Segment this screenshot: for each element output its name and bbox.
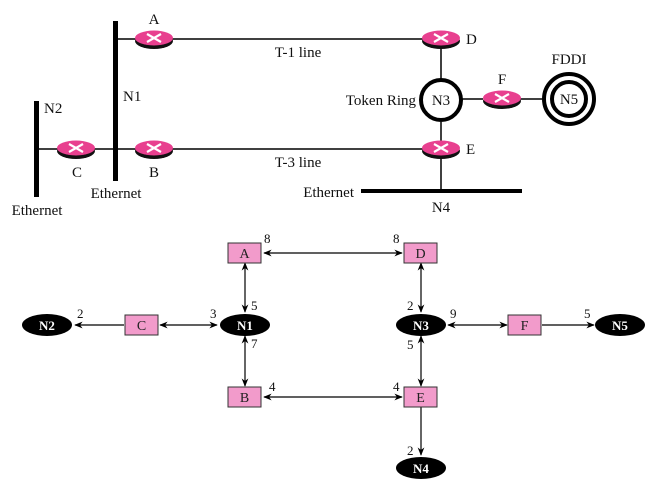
cost-a-n1: 5 (251, 298, 258, 313)
router-b (133, 139, 175, 161)
n2-label: N2 (44, 101, 62, 117)
n4-ethernet-bus (361, 189, 522, 193)
router-icon (133, 29, 175, 51)
n3-label: N3 (432, 93, 450, 109)
router-icon (420, 29, 462, 51)
t3-line-label: T-3 line (275, 155, 322, 171)
n1-label: N1 (123, 89, 141, 105)
router-e-label: E (466, 142, 475, 158)
n5-fddi-inner-ring (550, 80, 588, 118)
cost-b-n1: 7 (251, 336, 258, 351)
cost-f-n3: 9 (450, 306, 457, 321)
router-d (420, 29, 462, 51)
router-f (481, 89, 523, 111)
cost-d-a: 8 (393, 231, 400, 246)
graph-network-n4: N4 (396, 457, 446, 479)
router-c (55, 139, 97, 161)
graph-network-n1: N1 (220, 314, 270, 336)
graph-router-f: F (507, 314, 542, 336)
router-icon (420, 139, 462, 161)
router-icon (481, 89, 523, 111)
router-e (420, 139, 462, 161)
cost-e-n3: 5 (407, 337, 414, 352)
cost-d-n3: 2 (407, 298, 414, 313)
graph-router-d: D (403, 242, 438, 264)
graph-router-b-label: B (240, 391, 249, 406)
graph-router-c-label: C (137, 319, 146, 334)
cost-c-n1: 3 (210, 306, 217, 321)
graph-router-c: C (124, 314, 159, 336)
cost-e-n4: 2 (407, 443, 414, 458)
graph-router-a: A (227, 242, 262, 264)
cost-b-e: 4 (269, 379, 276, 394)
graph-network-n3-label: N3 (413, 318, 429, 333)
n4-label: N4 (432, 200, 451, 216)
router-a (133, 29, 175, 51)
directed-graph: A D C F B E N1 N2 (22, 231, 645, 479)
cost-a-d: 8 (264, 231, 271, 246)
graph-router-a-label: A (239, 247, 250, 262)
graph-network-n5-label: N5 (612, 318, 628, 333)
graph-router-b: B (227, 386, 262, 408)
cost-c-n2: 2 (77, 306, 84, 321)
cost-e-b: 4 (393, 379, 400, 394)
router-icon (133, 139, 175, 161)
router-icon (55, 139, 97, 161)
graph-router-f-label: F (521, 319, 529, 334)
graph-network-n1-label: N1 (237, 318, 253, 333)
graph-network-n2-label: N2 (39, 318, 55, 333)
graph-router-e: E (403, 386, 438, 408)
n4-ethernet-label: Ethernet (303, 185, 355, 201)
n2-ethernet-label: Ethernet (12, 203, 64, 219)
n5-label: N5 (560, 92, 578, 108)
n2-ethernet-bus (34, 101, 39, 197)
graph-router-d-label: D (415, 247, 425, 262)
graph-network-n2: N2 (22, 314, 72, 336)
physical-topology: N3 N5 A B C D E F N1 N2 N4 Ethernet Ethe… (12, 12, 596, 219)
token-ring-label: Token Ring (346, 93, 417, 109)
n1-ethernet-bus (113, 21, 118, 181)
router-b-label: B (149, 165, 159, 181)
graph-router-e-label: E (416, 391, 425, 406)
graph-network-n5: N5 (595, 314, 645, 336)
router-f-label: F (498, 72, 506, 88)
graph-network-n4-label: N4 (413, 461, 429, 476)
router-c-label: C (72, 165, 82, 181)
router-a-label: A (149, 12, 160, 28)
fddi-label: FDDI (551, 52, 586, 68)
router-d-label: D (466, 32, 477, 48)
n3-token-ring (419, 78, 463, 122)
t1-line-label: T-1 line (275, 45, 322, 61)
cost-f-n5: 5 (584, 306, 591, 321)
graph-network-n3: N3 (396, 314, 446, 336)
n1-ethernet-label: Ethernet (91, 186, 143, 202)
